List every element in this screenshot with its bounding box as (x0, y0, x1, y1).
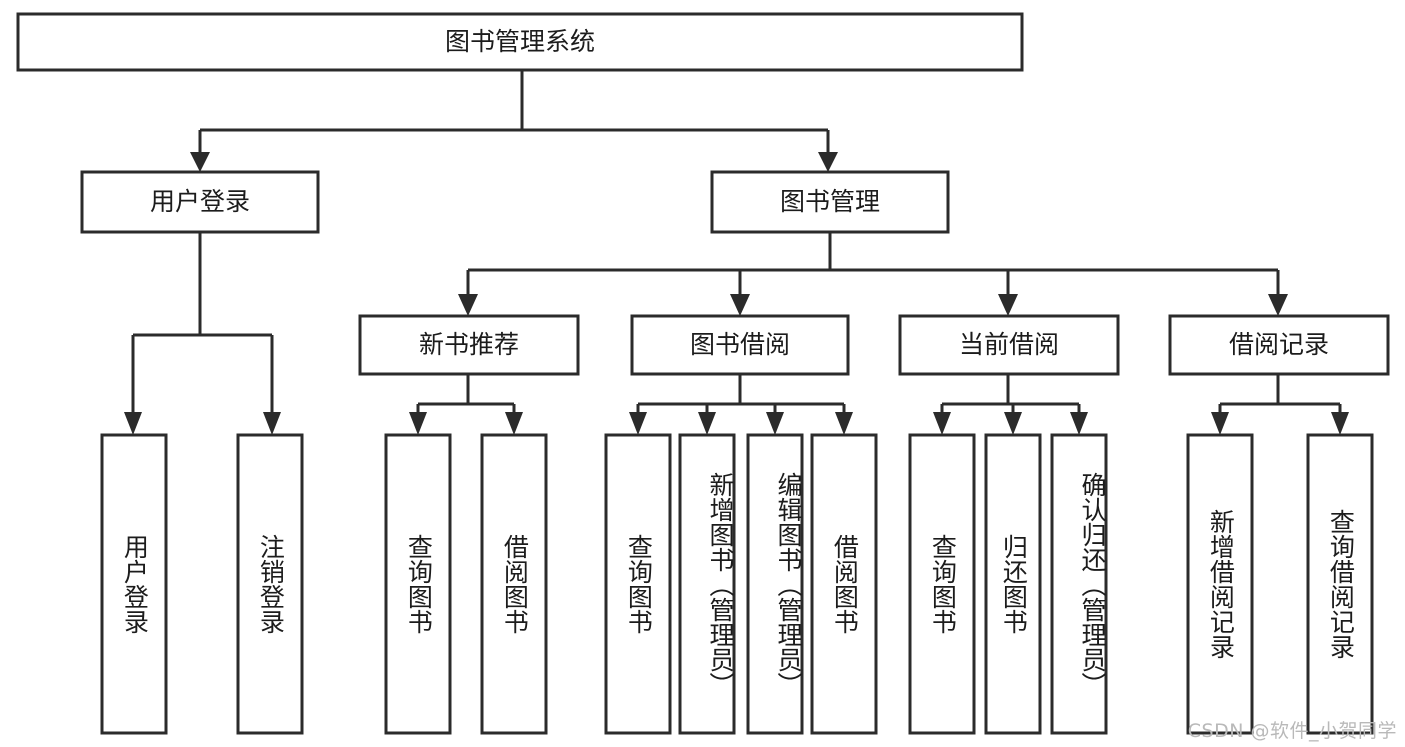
arrowhead-nbr-leaf1 (409, 412, 427, 435)
node-box-book-borrow[interactable] (630, 314, 850, 376)
arrowhead-bb-leaf2 (698, 412, 716, 435)
node-label-book-borrow: 图书借阅 (690, 330, 790, 359)
node-label-book-management: 图书管理 (780, 187, 880, 216)
node-borrow-record[interactable]: 借阅记录 (1168, 314, 1390, 376)
node-root-system[interactable]: 图书管理系统 (16, 12, 1024, 72)
node-label-new-book-recommend: 新书推荐 (419, 330, 519, 359)
node-box-leaf-query-borrow-record[interactable] (1306, 433, 1374, 735)
node-book-management[interactable]: 图书管理 (710, 170, 950, 234)
arrowhead-user-login (190, 152, 210, 172)
arrowhead-cb-leaf2 (1004, 412, 1022, 435)
node-box-user-login[interactable] (80, 170, 320, 234)
node-label-root: 图书管理系统 (445, 27, 595, 56)
node-box-leaf-edit-book-admin[interactable] (746, 433, 804, 735)
leaf-label-edit-book-admin: 编辑图书（管理员） (774, 471, 803, 697)
node-box-current-borrow[interactable] (898, 314, 1120, 376)
node-box-leaf-add-book-admin[interactable] (678, 433, 736, 735)
leaf-label-borrow-book-bb: 借阅图书 (830, 534, 860, 634)
connector-group (124, 70, 1349, 435)
arrowhead-bb-leaf1 (629, 412, 647, 435)
node-current-borrow[interactable]: 当前借阅 (898, 314, 1120, 376)
arrowhead-book-mgmt (818, 152, 838, 172)
node-box-leaf-confirm-return-admin[interactable] (1050, 433, 1108, 735)
node-label-user-login: 用户登录 (150, 187, 250, 216)
node-box-leaf-query-book-bb[interactable] (604, 433, 672, 735)
arrowhead-book-borrow (730, 294, 750, 316)
leaf-label-return-book: 归还图书 (999, 534, 1029, 634)
arrowhead-leaf-logout (263, 412, 281, 435)
node-box-leaf-logout[interactable] (236, 433, 304, 735)
arrowhead-leaf-user-login (124, 412, 142, 435)
leaf-group (100, 433, 1374, 735)
arrowhead-bb-leaf3 (766, 412, 784, 435)
node-box-leaf-borrow-book-nbr[interactable] (480, 433, 548, 735)
arrowhead-borrow-record (1268, 294, 1288, 316)
node-box-book-management[interactable] (710, 170, 950, 234)
leaf-label-query-book-cb: 查询图书 (928, 534, 958, 634)
node-label-current-borrow: 当前借阅 (959, 330, 1059, 359)
node-box-new-book-recommend[interactable] (358, 314, 580, 376)
leaf-label-confirm-return-admin: 确认归还（管理员） (1078, 471, 1107, 697)
arrowhead-cb-leaf1 (933, 412, 951, 435)
node-box-leaf-borrow-book-bb[interactable] (810, 433, 878, 735)
leaf-label-borrow-book-nbr: 借阅图书 (500, 534, 530, 634)
leaf-label-query-book-nbr: 查询图书 (404, 534, 434, 634)
arrowhead-br-leaf1 (1211, 412, 1229, 435)
leaf-label-add-borrow-record: 新增借阅记录 (1206, 509, 1236, 659)
node-box-root[interactable] (16, 12, 1024, 72)
arrowhead-new-book-rec (458, 294, 478, 316)
arrowhead-cb-leaf3 (1070, 412, 1088, 435)
node-book-borrow[interactable]: 图书借阅 (630, 314, 850, 376)
leaf-label-user-login: 用户登录 (120, 534, 150, 634)
leaf-label-query-book-bb: 查询图书 (624, 534, 654, 634)
leaf-label-query-borrow-record: 查询借阅记录 (1326, 509, 1356, 659)
node-box-leaf-query-book-nbr[interactable] (384, 433, 452, 735)
node-box-borrow-record[interactable] (1168, 314, 1390, 376)
node-label-borrow-record: 借阅记录 (1229, 330, 1329, 359)
arrowhead-current-borrow (998, 294, 1018, 316)
node-new-book-recommend[interactable]: 新书推荐 (358, 314, 580, 376)
leaf-label-logout: 注销登录 (256, 534, 286, 634)
node-box-leaf-user-login[interactable] (100, 433, 168, 735)
node-user-login[interactable]: 用户登录 (80, 170, 320, 234)
node-box-leaf-return-book[interactable] (984, 433, 1042, 735)
arrowhead-br-leaf2 (1331, 412, 1349, 435)
leaf-label-add-book-admin: 新增图书（管理员） (706, 471, 735, 697)
arrowhead-nbr-leaf2 (505, 412, 523, 435)
node-box-leaf-query-book-cb[interactable] (908, 433, 976, 735)
arrowhead-bb-leaf4 (835, 412, 853, 435)
node-box-leaf-add-borrow-record[interactable] (1186, 433, 1254, 735)
